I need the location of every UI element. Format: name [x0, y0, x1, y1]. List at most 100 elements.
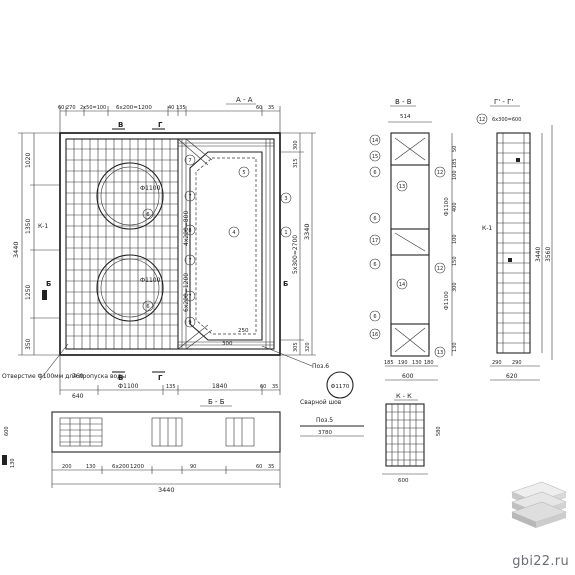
pos5-label: Поз.5 [316, 417, 333, 424]
svg-text:4: 4 [232, 230, 235, 236]
dim-right-1: 3340 [303, 223, 311, 240]
dim-vv-side-3: 100 [452, 170, 458, 180]
svg-text:В: В [118, 374, 123, 382]
dim-left-1: 1020 [25, 153, 32, 168]
svg-text:6: 6 [146, 212, 149, 218]
dim-bb-8: 3440 [158, 486, 175, 494]
k1-right-label: К-1 [482, 225, 492, 232]
dim-bottom-6: 60 [260, 384, 266, 390]
svg-text:7: 7 [188, 294, 191, 300]
svg-text:3: 3 [284, 196, 287, 202]
section-title-main: А - А [236, 96, 253, 104]
watermark-text: gbi22.ru [512, 554, 569, 569]
section-title-gg: Г' - Г' [494, 98, 513, 106]
dim-gg-side-2: 3560 [545, 247, 552, 262]
svg-text:Г: Г [158, 121, 163, 129]
svg-text:7: 7 [188, 158, 191, 164]
svg-text:6: 6 [373, 170, 376, 176]
dim-vv-bot-2: 190 [398, 360, 408, 366]
dim-gg-bot-3: 620 [506, 373, 518, 380]
dim-bb-2: 130 [86, 464, 96, 470]
hole-note: Отверстие Ф100мм для пропуска воды [2, 373, 126, 380]
section-bb: Б - Б 200 130 6x200 1200 90 60 35 3440 [2, 398, 281, 494]
dim-left-2: 3440 [12, 241, 20, 258]
dim-vv-side-5: Ф1100 [444, 197, 450, 216]
svg-text:Б: Б [46, 280, 51, 288]
svg-text:Ф1100: Ф1100 [140, 185, 161, 192]
dim-bb-1: 200 [62, 464, 72, 470]
svg-text:600: 600 [4, 426, 10, 436]
dim-kk-len: 3780 [318, 430, 332, 436]
svg-text:Г: Г [158, 374, 163, 382]
dim-vv-side-8: 300 [452, 282, 458, 292]
dim-top-3: 2x50=100 [80, 105, 106, 111]
dim-top-4: 6x200=1200 [116, 105, 152, 111]
brand-logo-icon [511, 481, 567, 528]
svg-text:8: 8 [188, 228, 191, 234]
dim-kk-h: 580 [436, 426, 442, 436]
svg-text:12: 12 [479, 117, 485, 123]
svg-text:7: 7 [188, 258, 191, 264]
dim-bb-4: 1200 [130, 464, 144, 470]
svg-text:14: 14 [372, 138, 378, 144]
k1-left-label: К-1 [38, 223, 48, 230]
main-elevation: Ф1100 Ф1100 4x200=800 6x200=1200 250 300 [2, 96, 329, 400]
svg-text:17: 17 [372, 238, 378, 244]
dim-vv-bot-4: 180 [424, 360, 434, 366]
svg-text:12: 12 [437, 266, 443, 272]
svg-text:14: 14 [399, 282, 405, 288]
svg-text:250: 250 [238, 328, 249, 334]
svg-text:6: 6 [373, 216, 376, 222]
dim-bottom-7: 35 [272, 384, 278, 390]
svg-text:Ф1100: Ф1100 [140, 277, 161, 284]
dim-vv-side-9: Ф1100 [444, 291, 450, 310]
dim-bottom-1: 760 [72, 373, 84, 380]
dim-gg-bot-2: 290 [512, 360, 522, 366]
svg-text:13: 13 [437, 350, 443, 356]
svg-text:1: 1 [284, 230, 287, 236]
svg-text:7: 7 [188, 194, 191, 200]
pos6-label: Поз.6 [312, 363, 329, 370]
svg-text:6: 6 [146, 304, 149, 310]
dim-gg-side-1: 3440 [535, 247, 542, 262]
svg-text:300: 300 [222, 341, 233, 347]
svg-text:5: 5 [242, 170, 245, 176]
dim-right-3: 300 [293, 140, 299, 150]
dim-right-6: 320 [305, 342, 311, 352]
dim-gg-bot-1: 290 [492, 360, 502, 366]
svg-text:12: 12 [437, 170, 443, 176]
dim-vv-side-1: 50 [452, 146, 458, 152]
dim-top-8: 35 [268, 105, 274, 111]
dim-top-1: 60 [58, 105, 64, 111]
svg-text:4x200=800: 4x200=800 [183, 211, 190, 246]
dim-right-2: 5x300=2700 [292, 235, 299, 274]
dim-kk-diam: Ф1170 [331, 384, 350, 390]
dim-top-2: 270 [66, 105, 76, 111]
section-title-kk: К - К [396, 392, 412, 400]
svg-text:6: 6 [373, 314, 376, 320]
dim-kk-w: 600 [398, 478, 409, 484]
dim-bottom-4: 135 [166, 384, 176, 390]
dim-left-3: 1350 [25, 219, 32, 234]
svg-text:6: 6 [373, 262, 376, 268]
dim-bb-5: 90 [190, 464, 196, 470]
dim-right-4: 315 [293, 158, 299, 168]
dim-bb-6: 60 [256, 464, 262, 470]
dim-top-6: 135 [176, 105, 186, 111]
svg-text:130: 130 [10, 458, 16, 468]
dim-vv-side-10: 130 [452, 342, 458, 352]
dim-top-7: 60 [256, 105, 262, 111]
section-gg: Г' - Г' 12 6x300=600 К-1 3440 3560 290 [476, 98, 553, 381]
detail-kk: Ф1170 Сварной шов Поз.5 3780 К - К 580 6… [300, 371, 442, 484]
section-title-bb: Б - Б [208, 398, 225, 406]
svg-text:15: 15 [372, 154, 378, 160]
dim-vv-bot-3: 130 [412, 360, 422, 366]
dim-vv-bot-5: 600 [402, 373, 414, 380]
section-title-vv: В - В [395, 98, 412, 106]
dim-bb-3: 6x200 [112, 464, 130, 470]
dim-vv-bot-1: 185 [384, 360, 394, 366]
dim-top-5: 40 [168, 105, 174, 111]
svg-text:Б: Б [283, 280, 288, 288]
